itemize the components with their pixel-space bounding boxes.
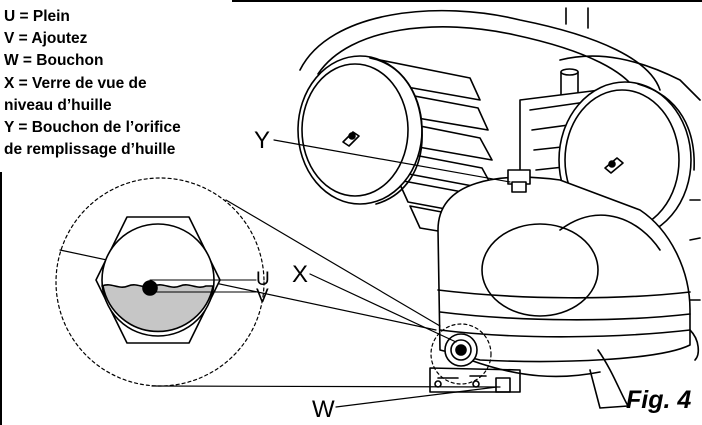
legend-item-w: W = Bouchon [4, 52, 104, 70]
intake-pipe-outer [299, 9, 661, 91]
left-air-filter [297, 55, 423, 205]
callout-y-label: Y [254, 127, 270, 154]
callout-w-label: W [312, 396, 335, 423]
drain-plug [429, 367, 521, 393]
gauge-v-label: V [256, 286, 269, 307]
legend-item-x-line1: X = Verre de vue de [4, 74, 147, 92]
sight-glass-highlight [430, 323, 492, 385]
sight-glass-detail [95, 216, 257, 344]
legend-item-y-line2: de remplissage d’huille [4, 141, 176, 159]
figure-label: Fig. 4 [626, 386, 691, 414]
crankcase [437, 176, 701, 409]
leader-x [309, 273, 457, 343]
legend-item-y-line1: Y = Bouchon de l’orifice [4, 119, 181, 137]
legend-item-u: U = Plein [4, 8, 70, 25]
intake-pipe-inner [317, 26, 641, 99]
legend-item-x-line2: niveau d’huille [4, 96, 112, 114]
leader-w [335, 386, 498, 408]
oil-fill-plug [507, 169, 531, 193]
legend-background [0, 0, 232, 172]
gauge-u-label: U [256, 269, 270, 290]
legend-item-v: V = Ajoutez [4, 30, 88, 48]
sight-glass [444, 333, 478, 367]
detail-connector-bottom [151, 385, 501, 388]
leader-y [273, 139, 511, 183]
callout-x-label: X [292, 261, 308, 288]
legend: U = Plein V = Ajoutez W = Bouchon X = Ve… [4, 6, 181, 161]
